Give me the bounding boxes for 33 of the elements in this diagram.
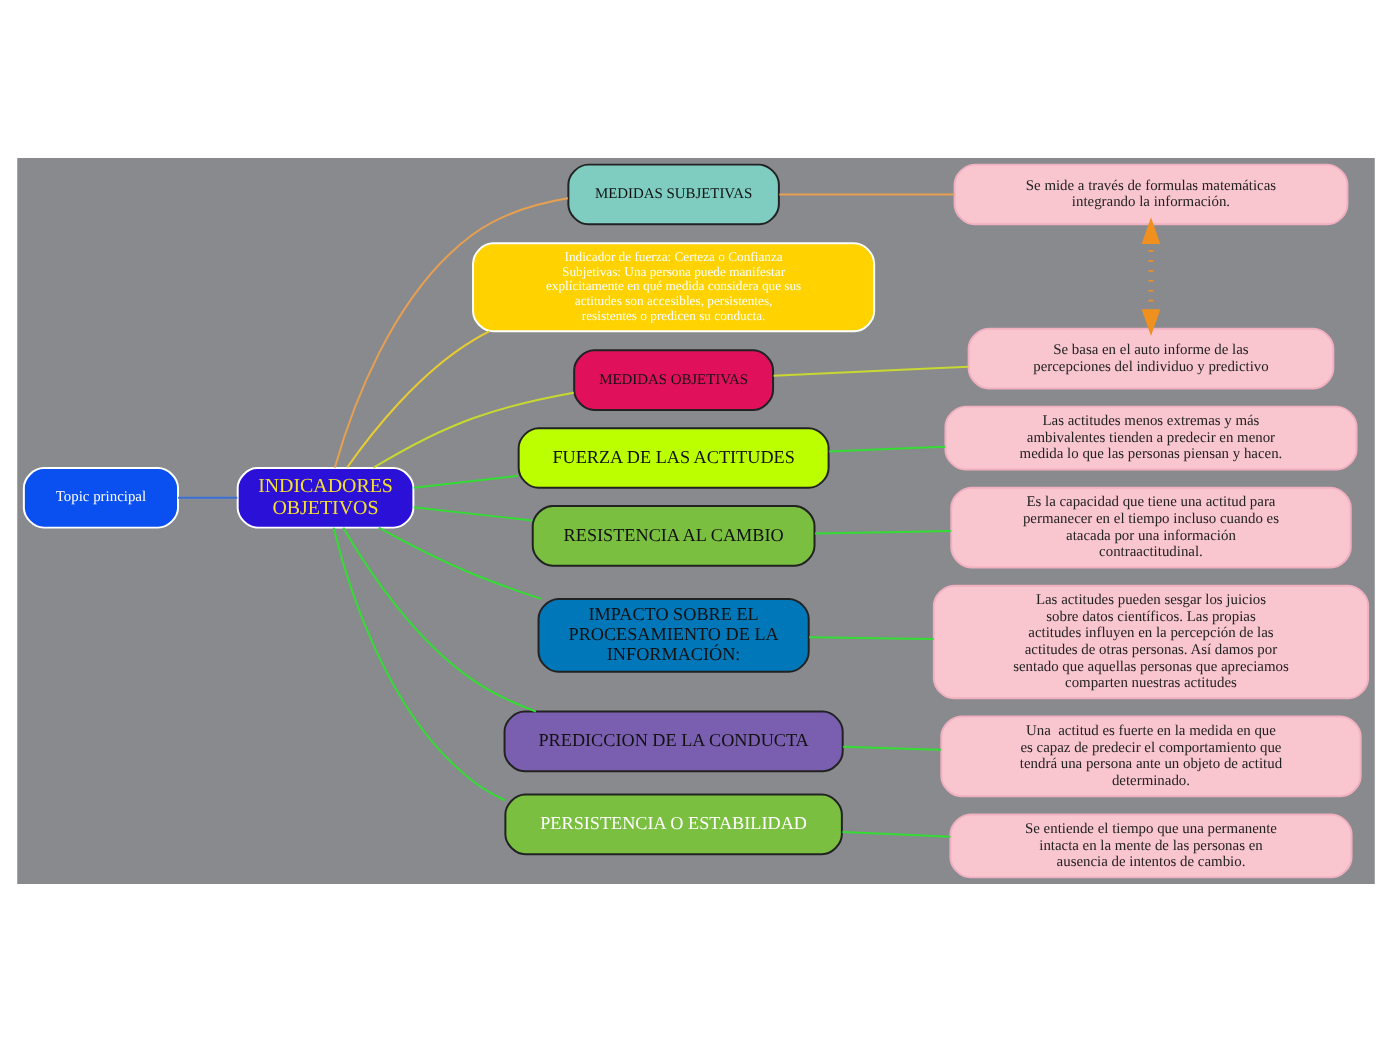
node-box: IMPACTO SOBRE EL PROCESAMIENTO DE LA INFORMACIÓN: [537,596,810,672]
connector [346,329,491,468]
connector [772,364,970,376]
node-box: Topic principal [22,465,179,528]
node-box: INDICADORES OBJETIVOS [236,465,415,528]
connector [412,505,534,521]
connector [342,525,537,712]
connector [813,529,952,534]
node-box: Es la capacidad que tiene una actitud para permanecer en el tiempo incluso cuando es atacada por una información contraactitudinal. [950,485,1352,568]
node-box: Una actitud es fuerte en la medida en que es capaz de predecir el comportamiento que tendrá una persona ante un objeto de actitud determinado. [940,714,1362,797]
node-box: FUERZA DE LAS ACTITUDES [517,426,830,488]
connector [828,444,947,452]
node-box: Las actitudes menos extremas y más ambivalentes tienden a predecir en menor medida lo que las personas piensan y hacen. [944,404,1358,470]
connector [377,525,543,599]
node-box: RESISTENCIA AL CAMBIO [531,504,816,566]
node-box: Las actitudes pueden sesgar los juicios sobre datos científicos. Las propias actitudes influyen en la percepción de las actitudes de otras personas. Así damos por sentado que aquellas personas que apreciamos comparten nuestras actitudes [932,583,1370,699]
connector [372,390,575,468]
connector [778,192,956,195]
node-box: MEDIDAS SUBJETIVAS [567,162,780,225]
connector [332,525,507,801]
node-box: PERSISTENCIA O ESTABILIDAD [504,792,843,855]
arrow [1141,216,1161,335]
node-box: PREDICCION DE LA CONDUCTA [503,709,844,772]
connector [842,744,943,750]
node-box: Se basa en el auto informe de las percepciones del individuo y predictivo [967,326,1335,389]
connector [808,635,935,639]
connector [333,196,569,468]
connector [177,495,239,498]
node-box: MEDIDAS OBJETIVAS [573,348,775,410]
connector [412,473,520,488]
node-box: Se entiende el tiempo que una permanente intacta en la mente de las personas en ausencia de intentos de cambio. [949,812,1353,878]
node-box: Se mide a través de formulas matemáticas integrando la información. [953,162,1349,225]
connector [841,829,952,837]
